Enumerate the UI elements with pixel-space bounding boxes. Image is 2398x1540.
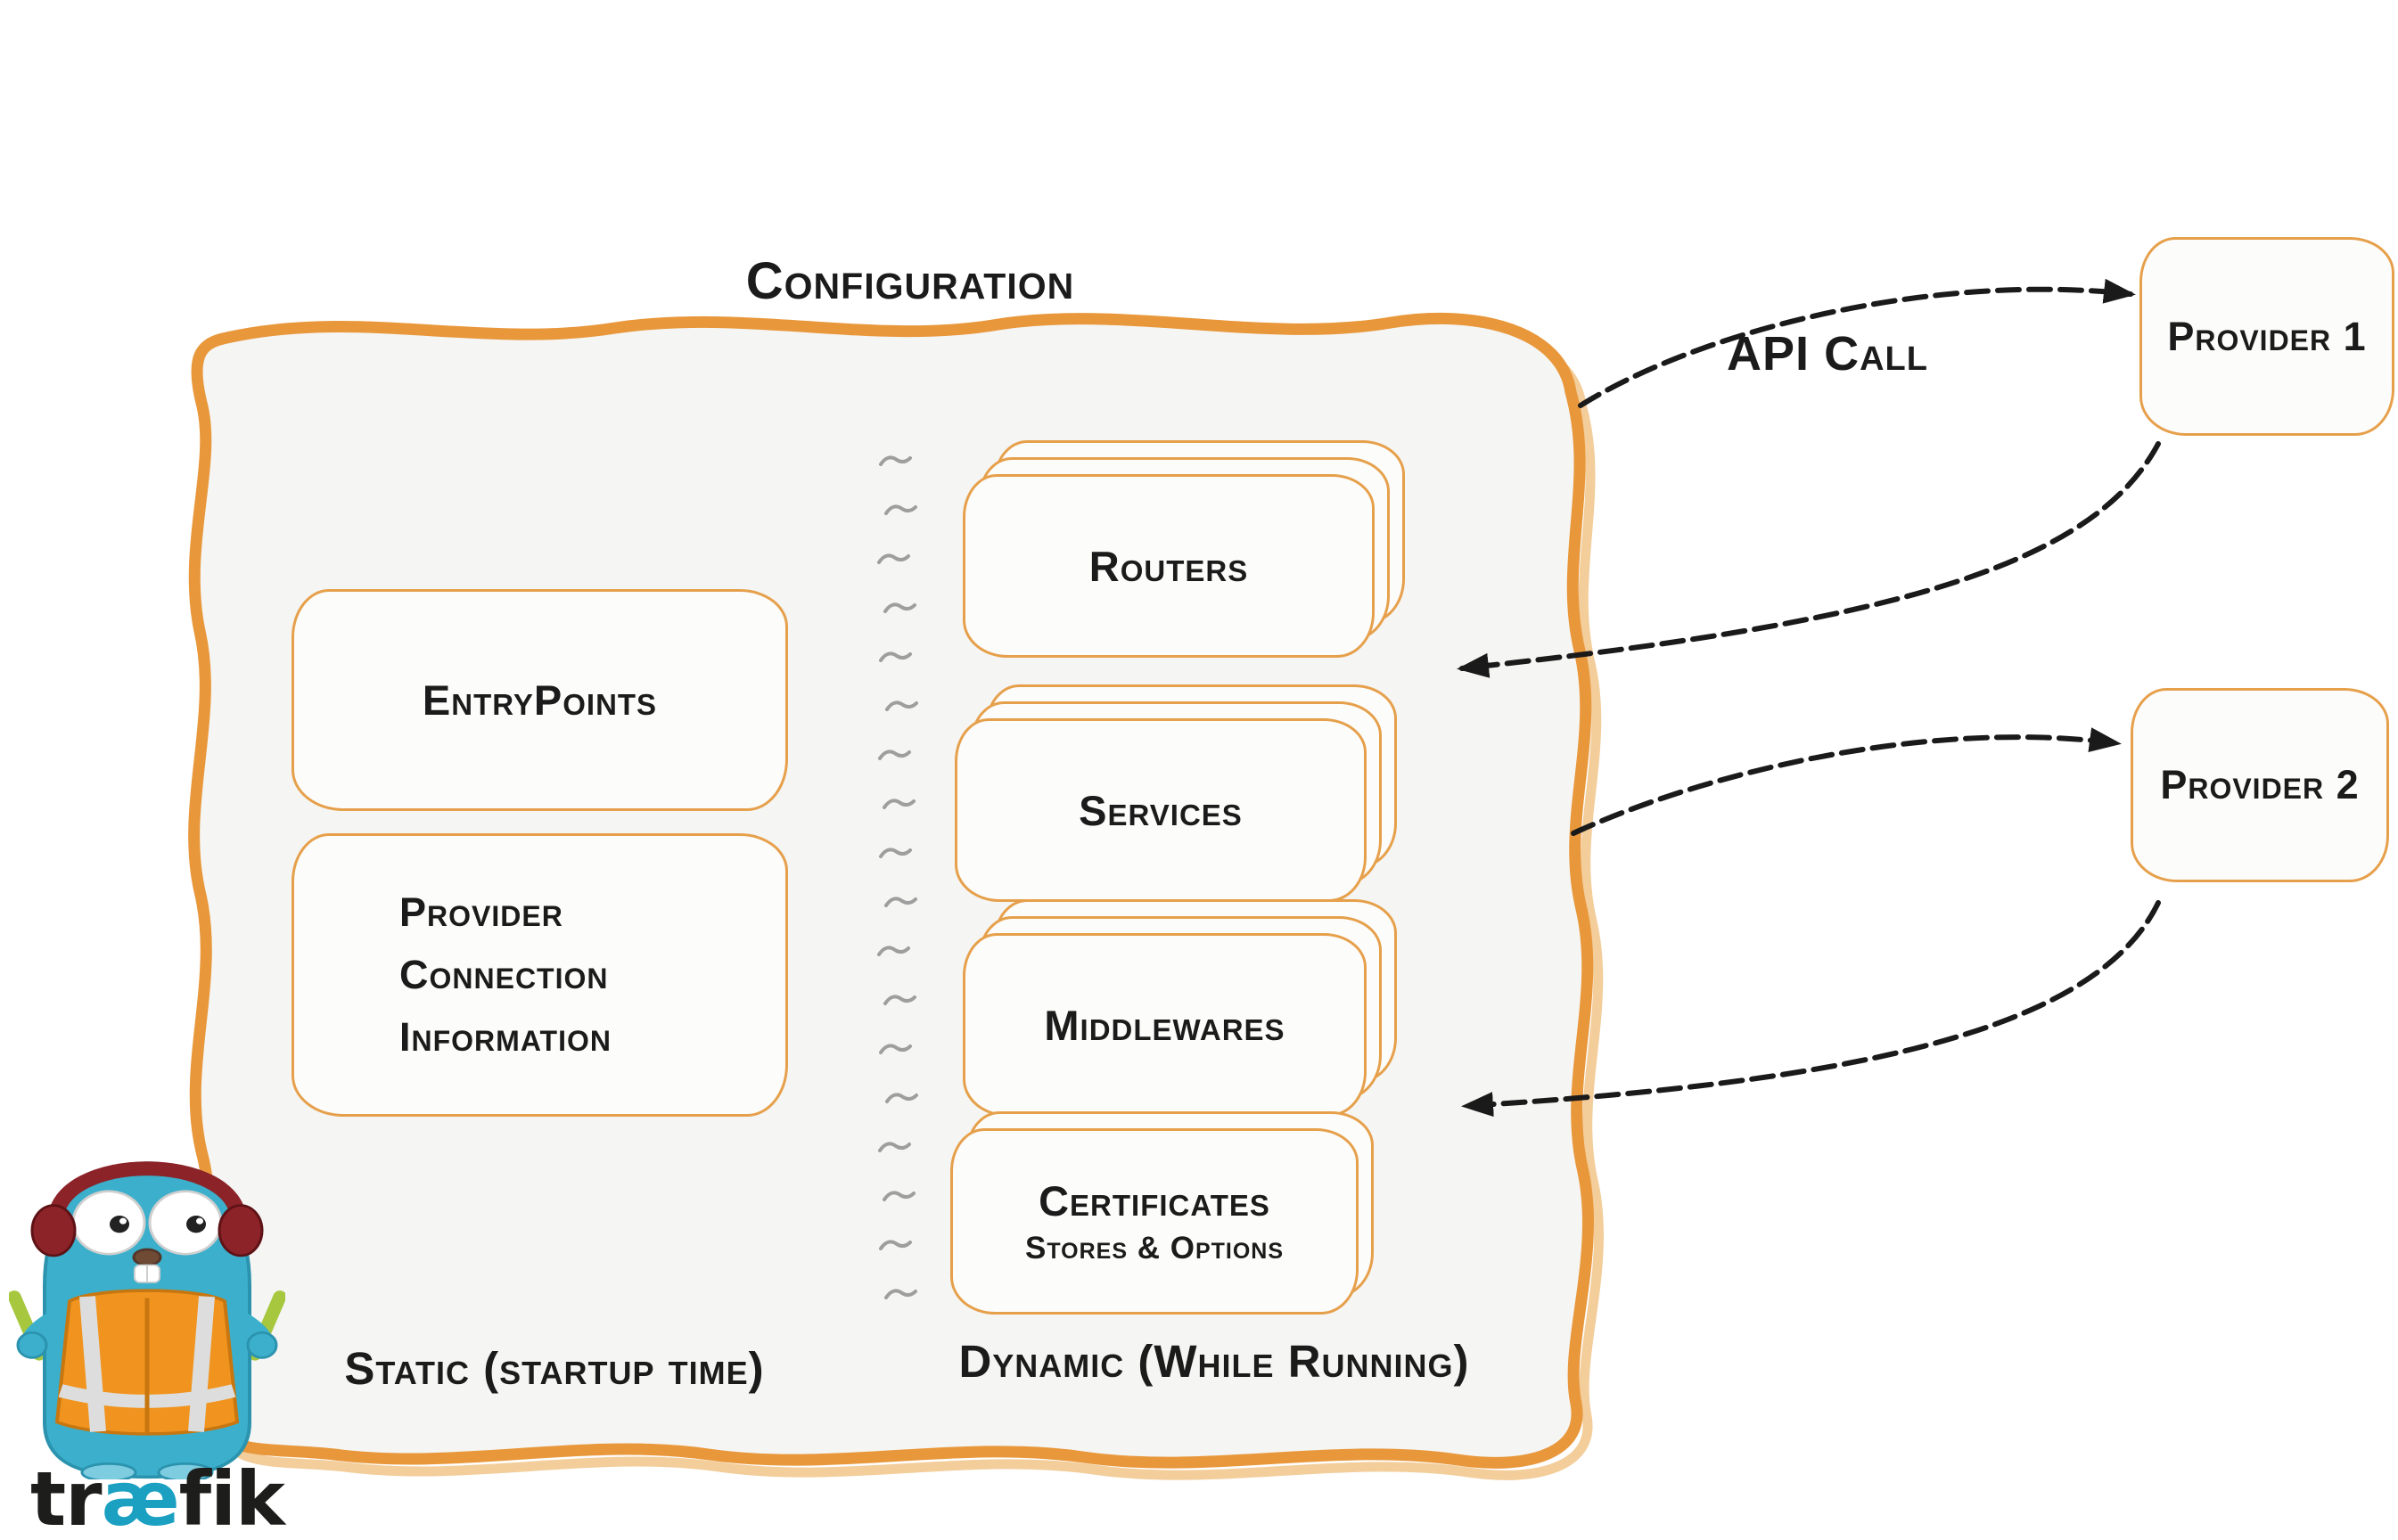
static-column-footer: Static (startup time) [344,1343,765,1394]
certificates-box: Certificates Stores & Options [950,1128,1359,1315]
arrow-provider2-to-config [1461,900,2161,1118]
middlewares-label: Middlewares [1044,1001,1285,1049]
traefik-logo-text: fik [178,1455,285,1540]
provider-connection-info-line: Connection [399,952,609,998]
middlewares-stack: Middlewares [963,899,1397,1117]
entrypoints-label: EntryPoints [422,676,658,724]
provider-connection-info-line: Provider [399,889,563,936]
headphones-icon [30,1161,264,1257]
gopher-hands [16,1331,278,1359]
gopher-face [71,1190,223,1283]
provider2-box: Provider 2 [2131,688,2389,882]
services-stack: Services [955,684,1397,902]
safety-vest-icon [54,1289,240,1436]
certificates-label: Certificates [1039,1177,1270,1225]
routers-stack: Routers [963,440,1405,658]
traefik-mascot [9,1161,285,1479]
provider-connection-information-box: Provider Connection Information [292,833,788,1117]
certificates-sublabel: Stores & Options [1024,1231,1285,1266]
routers-label: Routers [1088,542,1249,590]
provider1-box: Provider 1 [2139,237,2394,436]
api-call-label: API Call [1727,327,1928,381]
arrow-api-call-to-provider1 [1578,278,2136,408]
services-label: Services [1079,786,1243,834]
traefik-logo: træfik [30,1462,285,1536]
configuration-title: Configuration [745,252,1075,310]
provider1-label: Provider 1 [2167,313,2367,359]
services-box: Services [955,718,1367,902]
provider-connection-info-line: Information [399,1013,612,1060]
middlewares-box: Middlewares [963,933,1367,1117]
dynamic-column-footer: Dynamic (While Running) [958,1336,1470,1387]
arrow-config-to-provider2 [1571,727,2122,836]
traefik-logo-text: tr [30,1455,103,1540]
traefik-logo-ligature: æ [101,1455,180,1540]
routers-box: Routers [963,474,1375,658]
certificates-stack: Certificates Stores & Options [950,1111,1374,1315]
provider2-label: Provider 2 [2160,762,2360,807]
entrypoints-box: EntryPoints [292,589,788,811]
arrow-provider1-to-config [1457,441,2161,678]
